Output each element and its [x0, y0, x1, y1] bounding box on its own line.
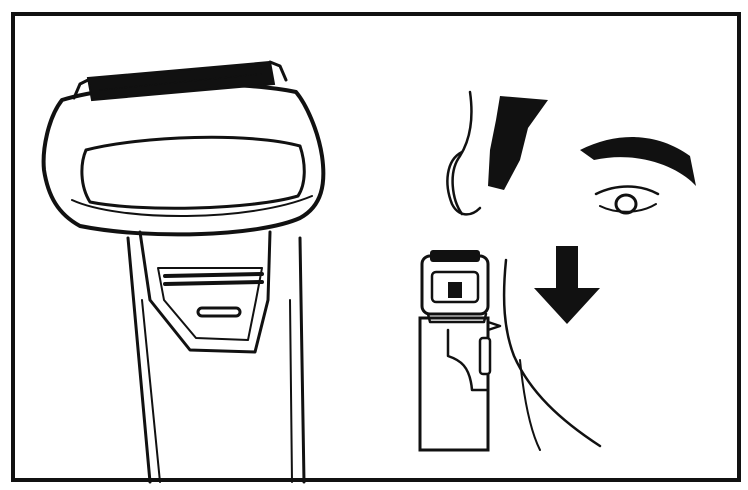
jaw-line [504, 260, 600, 446]
small-shaver-lock [448, 282, 462, 298]
neck-bar [165, 274, 262, 284]
small-shaver-tab [488, 322, 500, 330]
small-shaver-button [480, 338, 490, 374]
handle-inner-line [142, 300, 292, 482]
shaver-foil [88, 62, 274, 100]
neck-slot [198, 308, 240, 316]
face-panel [420, 92, 696, 450]
small-shaver-foil [430, 250, 480, 262]
eye-iris [616, 195, 636, 213]
sideburn [488, 96, 548, 190]
shaver-head [44, 84, 324, 234]
shaver-neck [140, 232, 270, 352]
arrow-down [534, 246, 600, 324]
eye-lower [600, 204, 656, 212]
small-shaver-body [420, 318, 488, 450]
eyebrow [580, 137, 696, 186]
shaver-closeup [44, 62, 324, 482]
eye-lid [596, 187, 658, 195]
head-faceplate [82, 137, 304, 208]
small-shaver [420, 250, 500, 450]
